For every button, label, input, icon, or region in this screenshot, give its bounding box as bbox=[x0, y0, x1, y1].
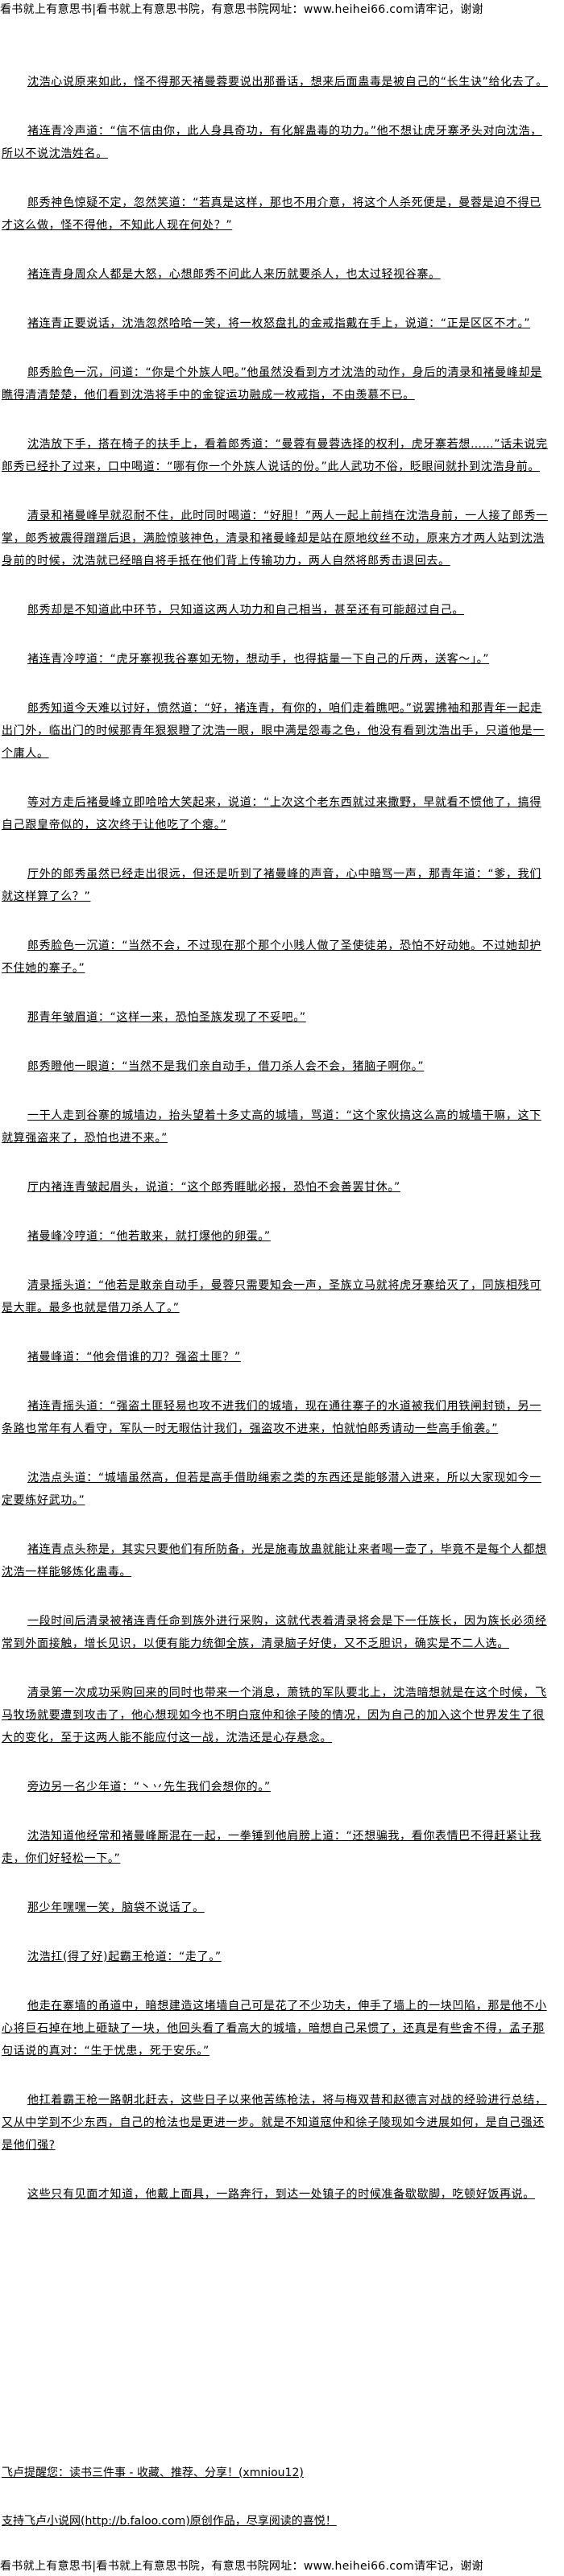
paragraph: 那少年嘿嘿一笑，脑袋不说话了。 bbox=[2, 1897, 549, 1919]
paragraph: 褚曼峰冷哼道：“他若敢来，就打爆他的卵蛋。” bbox=[2, 1225, 549, 1248]
paragraph-text: 旁边另一名少年道：“丶丷先生我们会想你的。” bbox=[27, 1781, 271, 1794]
paragraph-text: 郎秀脸色一沉，问道：“你是个外族人吧。”他虽然没看到方才沈浩的动作，身后的清录和… bbox=[2, 366, 542, 402]
paragraph-text: 褚连青冷声道：“信不信由你，此人身具奇功，有化解蛊毒的功力。”他不想让虎牙寨矛头… bbox=[2, 125, 542, 160]
paragraph: 褚曼峰道：“他会借谁的刀？强盗土匪？” bbox=[2, 1346, 549, 1368]
paragraph-text: 褚连青正要说话，沈浩忽然哈哈一笑，将一枚怒盘扎的金戒指戴在手上，说道：“正是区区… bbox=[27, 317, 531, 330]
paragraph: 清录摇头道：“他若是敢亲自动手，曼蓉只需要知会一声，圣族立马就将虎牙寨给灭了，同… bbox=[2, 1274, 549, 1319]
paragraph: 郎秀神色惊疑不定，忽然笑道：“若真是这样，那也不用介意，将这个人杀死便是，曼蓉是… bbox=[2, 192, 549, 237]
paragraph-text: 郎秀脸色一沉道：“当然不会，不过现在那个那个小贱人做了圣使徒弟，恐怕不好动她。不… bbox=[2, 939, 541, 975]
paragraph-text: 那青年皱眉道：“这样一来，恐怕圣族发现了不妥吧。” bbox=[27, 1011, 306, 1024]
paragraph-text: 清录第一次成功采购回来的同时也带来一个消息，萧铣的军队要北上，沈浩暗想就是在这个… bbox=[2, 1686, 547, 1744]
paragraph: 褚连青身周众人都是大怒，心想郎秀不问此人来历就要杀人，也太过轻视谷寨。 bbox=[2, 263, 549, 286]
paragraph-text: 沈浩点头道：“城墙虽然高，但若是高手借助绳索之类的东西还是能够潜入进来，所以大家… bbox=[2, 1472, 541, 1507]
paragraph: 沈浩点头道：“城墙虽然高，但若是高手借助绳索之类的东西还是能够潜入进来，所以大家… bbox=[2, 1467, 549, 1512]
paragraph-text: 厅内褚连青皱起眉头，说道：“这个郎秀睚眦必报，恐怕不会善罢甘休。” bbox=[27, 1181, 400, 1194]
paragraph-text: 郎秀瞪他一眼道：“当然不是我们亲自动手，借刀杀人会不会，猪脑子啊你。” bbox=[27, 1060, 425, 1073]
paragraph-text: 褚连青点头称是，其实只要他们有所防备，光是施毒放蛊就能让来者喝一壶了，毕竟不是每… bbox=[2, 1543, 547, 1579]
paragraph: 沈浩知道他经常和褚曼峰厮混在一起，一拳锤到他肩膀上道：“还想骗我，看你表情巴不得… bbox=[2, 1825, 549, 1870]
paragraph-text: 一干人走到谷寨的城墙边，抬头望着十多丈高的城墙，骂道：“这个家伙搞这么高的城墙干… bbox=[2, 1109, 541, 1145]
paragraph: 郎秀知道今天难以讨好，愤然道：“好，褚连青，有你的，咱们走着瞧吧。”说罢拂袖和那… bbox=[2, 697, 549, 765]
paragraph-text: 一段时间后清录被褚连青任命到族外进行采购，这就代表着清录将会是下一任族长，因为族… bbox=[2, 1615, 547, 1650]
paragraph: 郎秀瞪他一眼道：“当然不是我们亲自动手，借刀杀人会不会，猪脑子啊你。” bbox=[2, 1055, 549, 1078]
paragraph: 清录第一次成功采购回来的同时也带来一个消息，萧铣的军队要北上，沈浩暗想就是在这个… bbox=[2, 1682, 549, 1749]
paragraph-text: 等对方走后褚曼峰立即哈哈大笑起来，说道：“上次这个老东西就过来撒野，早就看不惯他… bbox=[2, 796, 541, 832]
paragraph-text: 他扛着霸王枪一路朝北赶去，这些日子以来他苦练枪法，将与梅双昔和赵德言对战的经验进… bbox=[2, 2094, 547, 2152]
paragraph: 褚连青正要说话，沈浩忽然哈哈一笑，将一枚怒盘扎的金戒指戴在手上，说道：“正是区区… bbox=[2, 312, 549, 335]
paragraph: 褚连青冷声道：“信不信由你，此人身具奇功，有化解蛊毒的功力。”他不想让虎牙寨矛头… bbox=[2, 120, 549, 165]
paragraph-text: 沈浩扛(得了好)起霸王枪道：“走了。” bbox=[27, 1951, 222, 1963]
site-banner-bottom: 看书就上有意思书|看书就上有意思书院，有意思书院网址：www.heihei66.… bbox=[0, 2560, 483, 2573]
paragraph-text: 那少年嘿嘿一笑，脑袋不说话了。 bbox=[27, 1901, 205, 1914]
paragraph: 沈浩扛(得了好)起霸王枪道：“走了。” bbox=[2, 1946, 549, 1968]
paragraph-text: 郎秀知道今天难以讨好，愤然道：“好，褚连青，有你的，咱们走着瞧吧。”说罢拂袖和那… bbox=[2, 702, 545, 760]
paragraph: 他扛着霸王枪一路朝北赶去，这些日子以来他苦练枪法，将与梅双昔和赵德言对战的经验进… bbox=[2, 2089, 549, 2157]
chapter-content: 沈浩心说原来如此，怪不得那天褚曼蓉要说出那番话，想来后面蛊毒是被自己的“长生诀”… bbox=[2, 71, 549, 2232]
paragraph: 厅内褚连青皱起眉头，说道：“这个郎秀睚眦必报，恐怕不会善罢甘休。” bbox=[2, 1176, 549, 1199]
paragraph: 旁边另一名少年道：“丶丷先生我们会想你的。” bbox=[2, 1776, 549, 1798]
paragraph: 一段时间后清录被褚连青任命到族外进行采购，这就代表着清录将会是下一任族长，因为族… bbox=[2, 1610, 549, 1655]
paragraph: 沈浩心说原来如此，怪不得那天褚曼蓉要说出那番话，想来后面蛊毒是被自己的“长生诀”… bbox=[2, 71, 549, 93]
paragraph: 清录和褚曼峰早就忍耐不住，此时同时喝道：“好胆！”两人一起上前挡在沈浩身前，一人… bbox=[2, 505, 549, 572]
site-banner-top: 看书就上有意思书|看书就上有意思书院，有意思书院网址：www.heihei66.… bbox=[0, 3, 483, 16]
paragraph: 那青年皱眉道：“这样一来，恐怕圣族发现了不妥吧。” bbox=[2, 1006, 549, 1029]
paragraph-text: 褚连青摇头道：“强盗土匪轻易也攻不进我们的城墙，现在通往寨子的水道被我们用铁闸封… bbox=[2, 1400, 541, 1435]
paragraph: 厅外的郎秀虽然已经走出很远，但还是听到了褚曼峰的声音，心中暗骂一声，那青年道：“… bbox=[2, 863, 549, 908]
paragraph: 褚连青冷哼道：“虎牙寨视我谷寨如无物，想动手，也得掂量一下自己的斤两，送客～」。… bbox=[2, 648, 549, 671]
paragraph-text: 这些只有见面才知道，他戴上面具，一路奔行，到达一处镇子的时候准备歇歇脚，吃顿好饭… bbox=[27, 2188, 535, 2201]
paragraph: 等对方走后褚曼峰立即哈哈大笑起来，说道：“上次这个老东西就过来撒野，早就看不惯他… bbox=[2, 791, 549, 836]
paragraph: 褚连青摇头道：“强盗土匪轻易也攻不进我们的城墙，现在通往寨子的水道被我们用铁闸封… bbox=[2, 1395, 549, 1440]
paragraph-text: 郎秀神色惊疑不定，忽然笑道：“若真是这样，那也不用介意，将这个人杀死便是，曼蓉是… bbox=[2, 196, 541, 232]
paragraph: 沈浩放下手，搭在椅子的扶手上，看着郎秀道：“曼蓉有曼蓉选择的权利，虎牙寨若想……… bbox=[2, 433, 549, 478]
paragraph: 褚连青点头称是，其实只要他们有所防备，光是施毒放蛊就能让来者喝一壶了，毕竟不是每… bbox=[2, 1538, 549, 1583]
paragraph-text: 他走在寨墙的甬道中，暗想建造这堵墙自己可是花了不少功夫，伸手了墙上的一块凹陷，那… bbox=[2, 2000, 547, 2058]
paragraph-text: 沈浩心说原来如此，怪不得那天褚曼蓉要说出那番话，想来后面蛊毒是被自己的“长生诀”… bbox=[27, 76, 548, 89]
paragraph-text: 郎秀却是不知道此中环节，只知道这两人功力和自己相当，甚至还有可能超过自己。 bbox=[27, 604, 465, 617]
paragraph-text: 清录和褚曼峰早就忍耐不住，此时同时喝道：“好胆！”两人一起上前挡在沈浩身前，一人… bbox=[2, 510, 548, 568]
paragraph: 他走在寨墙的甬道中，暗想建造这堵墙自己可是花了不少功夫，伸手了墙上的一块凹陷，那… bbox=[2, 1995, 549, 2062]
paragraph-text: 褚曼峰道：“他会借谁的刀？强盗土匪？” bbox=[27, 1351, 241, 1364]
footer-support-link[interactable]: 支持飞卢小说网(http://b.faloo.com)原创作品，尽享阅读的喜悦！ bbox=[2, 2515, 337, 2528]
paragraph: 这些只有见面才知道，他戴上面具，一路奔行，到达一处镇子的时候准备歇歇脚，吃顿好饭… bbox=[2, 2183, 549, 2206]
paragraph-text: 厅外的郎秀虽然已经走出很远，但还是听到了褚曼峰的声音，心中暗骂一声，那青年道：“… bbox=[2, 868, 541, 903]
paragraph-text: 清录摇头道：“他若是敢亲自动手，曼蓉只需要知会一声，圣族立马就将虎牙寨给灭了，同… bbox=[2, 1279, 541, 1315]
paragraph-text: 沈浩放下手，搭在椅子的扶手上，看着郎秀道：“曼蓉有曼蓉选择的权利，虎牙寨若想……… bbox=[2, 438, 548, 473]
paragraph: 郎秀却是不知道此中环节，只知道这两人功力和自己相当，甚至还有可能超过自己。 bbox=[2, 599, 549, 621]
paragraph: 一干人走到谷寨的城墙边，抬头望着十多丈高的城墙，骂道：“这个家伙搞这么高的城墙干… bbox=[2, 1104, 549, 1150]
footer-reminder: 飞卢提醒您：读书三件事 - 收藏、推荐、分享！(xmniou12) bbox=[2, 2467, 304, 2479]
paragraph: 郎秀脸色一沉，问道：“你是个外族人吧。”他虽然没看到方才沈浩的动作，身后的清录和… bbox=[2, 361, 549, 407]
paragraph: 郎秀脸色一沉道：“当然不会，不过现在那个那个小贱人做了圣使徒弟，恐怕不好动她。不… bbox=[2, 935, 549, 980]
paragraph-text: 褚连青冷哼道：“虎牙寨视我谷寨如无物，想动手，也得掂量一下自己的斤两，送客～」。… bbox=[27, 653, 490, 666]
paragraph-text: 褚连青身周众人都是大怒，心想郎秀不问此人来历就要杀人，也太过轻视谷寨。 bbox=[27, 268, 441, 281]
paragraph-text: 沈浩知道他经常和褚曼峰厮混在一起，一拳锤到他肩膀上道：“还想骗我，看你表情巴不得… bbox=[2, 1830, 541, 1865]
paragraph-text: 褚曼峰冷哼道：“他若敢来，就打爆他的卵蛋。” bbox=[27, 1230, 271, 1243]
